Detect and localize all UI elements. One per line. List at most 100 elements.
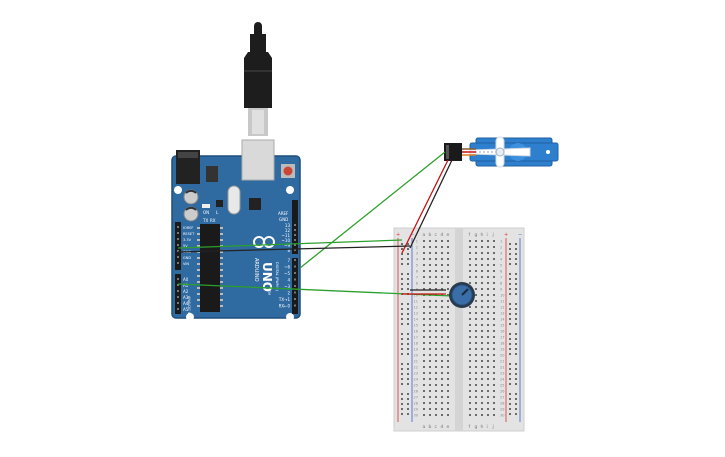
rail-hole[interactable] (407, 308, 409, 310)
rail-hole[interactable] (401, 333, 403, 335)
breadboard-hole[interactable] (429, 342, 431, 344)
rail-hole[interactable] (509, 303, 511, 305)
header-pin[interactable] (177, 232, 179, 234)
breadboard-hole[interactable] (447, 378, 449, 380)
rail-hole[interactable] (401, 408, 403, 410)
breadboard-hole[interactable] (493, 300, 495, 302)
header-pin[interactable] (177, 226, 179, 228)
breadboard-hole[interactable] (469, 402, 471, 404)
header-pin[interactable] (177, 308, 179, 310)
breadboard-hole[interactable] (487, 240, 489, 242)
rail-hole[interactable] (515, 248, 517, 250)
breadboard-hole[interactable] (469, 390, 471, 392)
breadboard-hole[interactable] (423, 324, 425, 326)
header-pin[interactable] (177, 250, 179, 252)
breadboard-hole[interactable] (435, 396, 437, 398)
rail-hole[interactable] (509, 403, 511, 405)
rail-hole[interactable] (407, 273, 409, 275)
rail-hole[interactable] (509, 333, 511, 335)
breadboard-hole[interactable] (447, 348, 449, 350)
header-pin[interactable] (177, 256, 179, 258)
rail-hole[interactable] (515, 308, 517, 310)
breadboard-hole[interactable] (469, 270, 471, 272)
breadboard-hole[interactable] (487, 336, 489, 338)
breadboard-hole[interactable] (481, 324, 483, 326)
breadboard-hole[interactable] (481, 378, 483, 380)
rail-hole[interactable] (509, 413, 511, 415)
breadboard-hole[interactable] (493, 366, 495, 368)
rail-hole[interactable] (401, 368, 403, 370)
rail-hole[interactable] (515, 283, 517, 285)
breadboard-hole[interactable] (487, 324, 489, 326)
breadboard-hole[interactable] (475, 258, 477, 260)
breadboard-hole[interactable] (447, 402, 449, 404)
arduino-uno-board[interactable]: ON TX RX L ARDUINO UNO TM IOREFRESET3.3V… (171, 139, 301, 321)
rail-hole[interactable] (515, 253, 517, 255)
breadboard-hole[interactable] (469, 342, 471, 344)
rail-hole[interactable] (515, 353, 517, 355)
header-pin[interactable] (294, 229, 296, 231)
rail-hole[interactable] (401, 403, 403, 405)
breadboard-hole[interactable] (481, 252, 483, 254)
reset-button[interactable] (283, 166, 293, 176)
breadboard-hole[interactable] (447, 366, 449, 368)
rail-hole[interactable] (401, 383, 403, 385)
breadboard-hole[interactable] (423, 258, 425, 260)
breadboard-hole[interactable] (429, 264, 431, 266)
rail-hole[interactable] (407, 263, 409, 265)
breadboard-hole[interactable] (435, 378, 437, 380)
breadboard-hole[interactable] (447, 312, 449, 314)
breadboard-hole[interactable] (435, 258, 437, 260)
breadboard-hole[interactable] (441, 366, 443, 368)
breadboard-hole[interactable] (481, 366, 483, 368)
rail-hole[interactable] (407, 413, 409, 415)
breadboard-hole[interactable] (441, 240, 443, 242)
rail-hole[interactable] (515, 348, 517, 350)
breadboard-hole[interactable] (441, 360, 443, 362)
rail-hole[interactable] (407, 278, 409, 280)
breadboard-hole[interactable] (423, 306, 425, 308)
breadboard-hole[interactable] (493, 330, 495, 332)
breadboard-hole[interactable] (487, 282, 489, 284)
rail-hole[interactable] (515, 288, 517, 290)
breadboard-hole[interactable] (475, 270, 477, 272)
breadboard-hole[interactable] (429, 354, 431, 356)
rail-hole[interactable] (515, 383, 517, 385)
breadboard-hole[interactable] (429, 336, 431, 338)
rail-hole[interactable] (509, 263, 511, 265)
wire-servo-power-red[interactable] (401, 159, 449, 254)
rail-hole[interactable] (401, 278, 403, 280)
breadboard-hole[interactable] (475, 294, 477, 296)
rail-hole[interactable] (401, 288, 403, 290)
rail-hole[interactable] (509, 288, 511, 290)
rail-hole[interactable] (515, 263, 517, 265)
rail-hole[interactable] (509, 273, 511, 275)
breadboard-hole[interactable] (475, 330, 477, 332)
breadboard-hole[interactable] (481, 384, 483, 386)
header-pin[interactable] (177, 296, 179, 298)
breadboard-hole[interactable] (429, 246, 431, 248)
breadboard-hole[interactable] (423, 390, 425, 392)
breadboard-hole[interactable] (435, 390, 437, 392)
breadboard-hole[interactable] (481, 414, 483, 416)
breadboard-hole[interactable] (481, 282, 483, 284)
breadboard-hole[interactable] (469, 384, 471, 386)
breadboard-hole[interactable] (441, 318, 443, 320)
breadboard-hole[interactable] (429, 348, 431, 350)
breadboard-hole[interactable] (435, 402, 437, 404)
breadboard-hole[interactable] (429, 372, 431, 374)
rail-hole[interactable] (509, 363, 511, 365)
breadboard-hole[interactable] (423, 312, 425, 314)
breadboard-hole[interactable] (475, 288, 477, 290)
breadboard-hole[interactable] (429, 318, 431, 320)
breadboard-hole[interactable] (441, 252, 443, 254)
breadboard-hole[interactable] (493, 360, 495, 362)
rail-hole[interactable] (509, 243, 511, 245)
breadboard-hole[interactable] (469, 324, 471, 326)
rail-hole[interactable] (401, 413, 403, 415)
rail-hole[interactable] (407, 403, 409, 405)
breadboard-hole[interactable] (475, 276, 477, 278)
breadboard-hole[interactable] (447, 270, 449, 272)
breadboard-hole[interactable] (423, 300, 425, 302)
breadboard-hole[interactable] (481, 336, 483, 338)
